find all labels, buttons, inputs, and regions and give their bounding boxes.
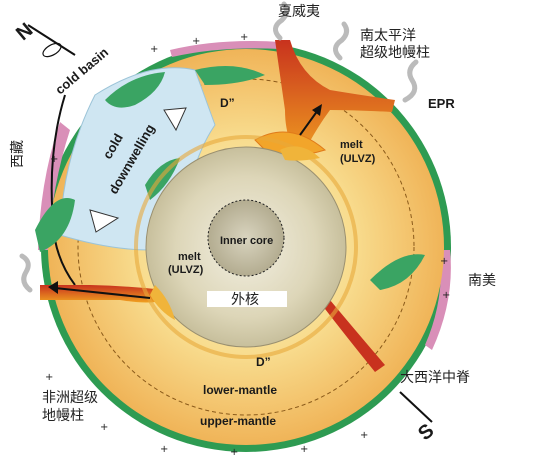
label-south-pacific-1: 南太平洋 xyxy=(360,28,416,44)
label-south: S xyxy=(414,420,438,445)
label-north: N xyxy=(12,19,37,45)
africa-arrow xyxy=(54,287,151,299)
smoke-africa xyxy=(19,253,33,293)
slab-blob-right xyxy=(370,254,425,290)
inner-core xyxy=(208,200,284,276)
svg-text:+: + xyxy=(50,154,58,165)
south-pacific-plume xyxy=(275,40,395,160)
d-double-prime-layer xyxy=(134,135,358,359)
continent-south-america xyxy=(425,250,451,350)
outer-core-label-bg xyxy=(207,291,287,307)
label-south-pacific-2: 超级地幔柱 xyxy=(360,45,430,61)
label-d-double-prime-top: D” xyxy=(220,96,235,110)
plume-arrow-head xyxy=(312,104,322,116)
svg-text:+: + xyxy=(230,447,238,457)
svg-text:+: + xyxy=(100,422,108,433)
slab-blob-top xyxy=(105,72,165,108)
downwelling-arrow-2 xyxy=(163,107,187,132)
label-african-plume-1: 非洲超级 xyxy=(42,390,98,406)
label-melt-left-2: (ULVZ) xyxy=(168,264,204,276)
svg-text:+: + xyxy=(45,372,53,383)
svg-text:+: + xyxy=(360,430,368,441)
crust-plus-markers: + + + + + + + + + + + + xyxy=(45,32,450,457)
svg-text:+: + xyxy=(442,290,450,301)
mid-atlantic-plume xyxy=(322,300,385,372)
label-epr: EPR xyxy=(428,96,455,111)
svg-text:+: + xyxy=(440,256,448,267)
label-south-america: 南美 xyxy=(468,273,496,289)
ulvz-right xyxy=(280,146,320,161)
smoke-epr xyxy=(402,59,419,103)
label-cold-basin: cold basin xyxy=(52,44,111,97)
svg-text:+: + xyxy=(192,36,200,47)
ulvz-left xyxy=(150,285,175,320)
label-hawaii: 夏威夷 xyxy=(278,4,320,20)
label-melt-right-1: melt xyxy=(340,139,363,151)
inner-core-boundary xyxy=(207,199,285,277)
rotation-axis-north xyxy=(27,24,76,56)
smoke-south-pacific xyxy=(333,21,350,61)
label-melt-right-2: (ULVZ) xyxy=(340,153,376,165)
smoke-hawaii xyxy=(273,1,290,41)
continent-top xyxy=(170,41,280,57)
label-tibet: 西藏 xyxy=(10,140,26,168)
label-mid-atlantic: 大西洋中脊 xyxy=(400,370,470,386)
label-d-double-prime-bottom: D” xyxy=(256,355,271,369)
label-upper-mantle: upper-mantle xyxy=(200,414,276,428)
svg-text:+: + xyxy=(240,32,248,43)
plume-arrow xyxy=(299,109,319,136)
svg-text:+: + xyxy=(160,444,168,455)
label-inner-core: Inner core xyxy=(220,235,273,247)
downwelling-arrow-1 xyxy=(89,209,120,233)
label-outer-core: 外核 xyxy=(231,292,259,308)
label-lower-mantle: lower-mantle xyxy=(203,383,277,397)
rotation-icon xyxy=(42,42,62,58)
label-melt-left-1: melt xyxy=(178,251,201,263)
africa-arrow-head xyxy=(48,281,58,294)
slab-blob-top-right xyxy=(195,66,265,85)
rotation-axis-south xyxy=(399,391,433,423)
svg-text:+: + xyxy=(150,44,158,55)
svg-text:+: + xyxy=(300,444,308,455)
slab-blob-left xyxy=(35,198,75,252)
label-african-plume-2: 地幔柱 xyxy=(42,408,84,424)
